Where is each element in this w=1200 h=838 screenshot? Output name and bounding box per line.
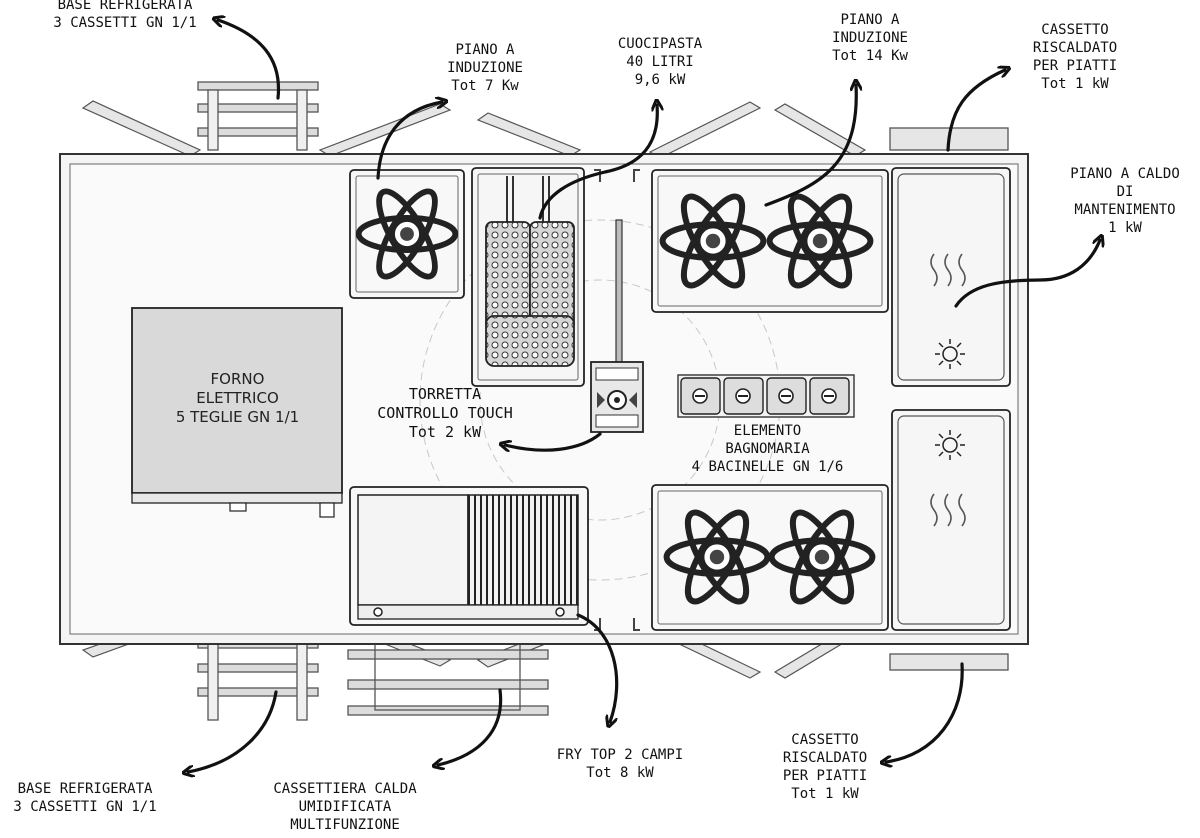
piano-induzione-7kw — [349, 169, 465, 299]
label-cassetto-riscaldato-bottom: CASSETTO RISCALDATO PER PIATTI Tot 1 kW — [782, 732, 868, 802]
label-piano-caldo: PIANO A CALDO DI MANTENIMENTO 1 kW — [1070, 166, 1180, 236]
piano-caldo-mantenimento — [891, 167, 1011, 387]
label-cuocipasta: CUOCIPASTA 40 LITRI 9,6 kW — [617, 36, 703, 88]
torretta-controllo — [590, 219, 644, 433]
cuocipasta — [471, 167, 585, 387]
piano-induzione-bottom — [651, 484, 889, 631]
label-cassetto-riscaldato-top: CASSETTO RISCALDATO PER PIATTI Tot 1 kW — [1032, 22, 1118, 92]
callout-arrows — [188, 20, 1100, 772]
label-piano-induzione-7kw: PIANO A INDUZIONE Tot 7 Kw — [447, 42, 523, 94]
base-refrigerata-top-drawers — [197, 81, 319, 151]
piano-induzione-14kw — [651, 169, 889, 313]
label-fry-top: FRY TOP 2 CAMPI Tot 8 kW — [556, 747, 684, 781]
bagnomaria — [677, 374, 855, 418]
label-piano-induzione-14kw: PIANO A INDUZIONE Tot 14 Kw — [832, 12, 908, 64]
label-bagnomaria: ELEMENTO BAGNOMARIA 4 BACINELLE GN 1/6 — [691, 423, 844, 475]
cassetto-bottom — [889, 653, 1009, 671]
fry-top — [349, 486, 589, 626]
label-forno: FORNO ELETTRICO 5 TEGLIE GN 1/1 — [175, 370, 300, 426]
piano-caldo-bottom — [891, 409, 1011, 631]
forno-elettrico — [131, 307, 343, 518]
label-base-refrigerata-bottom: BASE REFRIGERATA 3 CASSETTI GN 1/1 — [13, 781, 157, 815]
label-base-refrigerata-top: BASE REFRIGERATA 3 CASSETTI GN 1/1 — [53, 0, 197, 31]
label-torretta: TORRETTA CONTROLLO TOUCH Tot 2 kW — [377, 385, 513, 441]
label-cassettiera: CASSETTIERA CALDA UMIDIFICATA MULTIFUNZI… — [273, 781, 417, 833]
cassettiera-drawers — [347, 639, 549, 716]
